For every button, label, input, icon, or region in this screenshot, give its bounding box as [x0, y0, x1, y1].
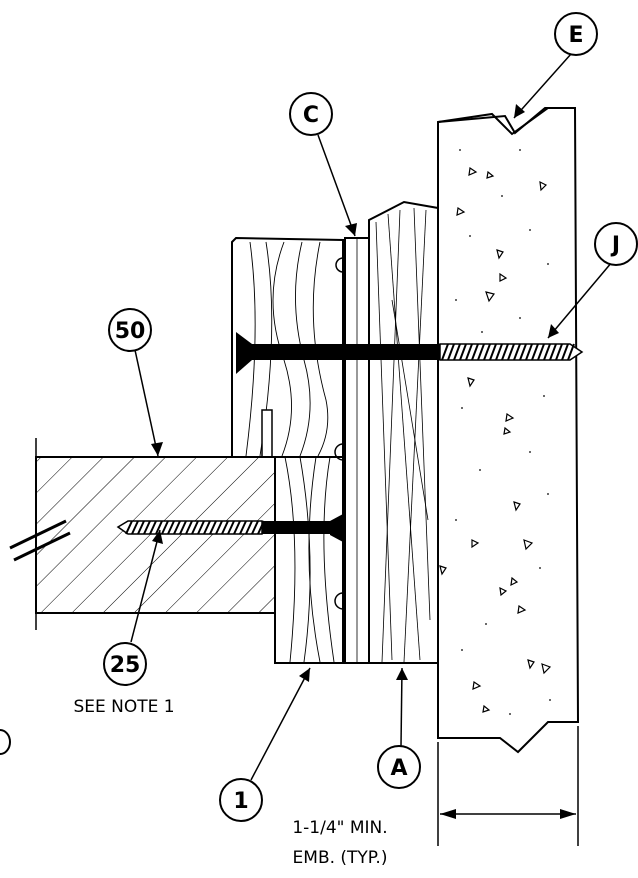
leader-arrowheads [151, 104, 559, 682]
callout-50: 50 [108, 308, 152, 352]
callout-j-label: J [610, 233, 620, 258]
callout-c: C [289, 92, 333, 136]
callout-a: A [377, 745, 421, 789]
concrete-aggregate [439, 166, 552, 713]
callout-1: 1 [219, 778, 263, 822]
embedment-dimension [437, 726, 579, 846]
callout-j: J [594, 222, 638, 266]
board-1-lower [274, 443, 344, 664]
callout-a-label: A [390, 756, 407, 781]
callout-e: E [554, 12, 598, 56]
screw-j [236, 332, 584, 374]
embedment-note-line2: EMB. (TYP.) [293, 848, 388, 868]
concrete-stipple [455, 149, 551, 715]
callout-50-label: 50 [115, 319, 146, 344]
concrete-wall [437, 107, 580, 754]
callout-c-label: C [303, 103, 319, 128]
board-a [368, 200, 439, 664]
callout-25-label: 25 [110, 653, 141, 678]
member-50 [9, 438, 276, 630]
embedment-note-line1: 1-1/4" MIN. [292, 818, 387, 838]
partial-callout-edge [0, 729, 11, 755]
callout-25: 25 [103, 642, 147, 686]
callout-e-label: E [568, 23, 583, 48]
screw-25 [116, 514, 343, 542]
callout-1-label: 1 [233, 789, 248, 814]
leader-lines [130, 53, 613, 781]
see-note-label: SEE NOTE 1 [73, 697, 174, 717]
shim-c [344, 237, 370, 664]
